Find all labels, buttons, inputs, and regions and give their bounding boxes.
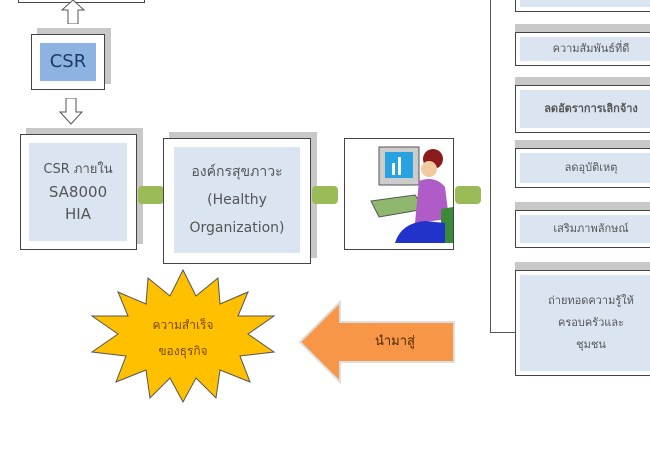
- healthy-org-line: Organization): [189, 220, 285, 236]
- outcome-box: ลดอัตราการเลิกจ้าง: [515, 85, 650, 133]
- worker-image-box: [344, 138, 454, 250]
- success-line: ของธุรกิจ: [158, 344, 208, 358]
- success-text: ความสำเร็จ ของธุรกิจ: [128, 312, 238, 364]
- outcome-label: ครอบครัวและ: [557, 316, 625, 329]
- outcome-top-fragment: [515, 0, 650, 12]
- outcome-label: ถ่ายทอดความรู้ให้: [548, 294, 634, 307]
- outcome-label: เสริมภาพลักษณ์: [520, 215, 650, 243]
- csr-label: CSR: [40, 43, 96, 81]
- healthy-org-box: องค์กรสุขภาวะ (Healthy Organization): [163, 138, 311, 264]
- success-star-icon: [90, 268, 276, 404]
- woman-at-computer-icon: [370, 146, 453, 243]
- csr-internal-box: CSR ภายใน SA8000 HIA: [20, 134, 137, 250]
- outcome-box: เสริมภาพลักษณ์: [515, 210, 650, 248]
- csr-internal-line: SA8000: [48, 183, 108, 201]
- orange-left-arrow-icon: [298, 299, 455, 385]
- bracket-line: [490, 0, 516, 333]
- csr-internal-line: CSR ภายใน: [43, 162, 113, 177]
- green-arrow-icon: [138, 186, 164, 204]
- outcome-box: ลดอุบัติเหตุ: [515, 148, 650, 188]
- csr-internal-line: HIA: [65, 205, 91, 223]
- green-arrow-icon: [455, 186, 481, 204]
- green-arrow-icon: [312, 186, 338, 204]
- csr-box: CSR: [31, 34, 105, 90]
- healthy-org-line: (Healthy: [207, 192, 267, 208]
- success-line: ความสำเร็จ: [152, 318, 214, 332]
- healthy-org-line: องค์กรสุขภาวะ: [191, 164, 283, 180]
- outcome-box: ถ่ายทอดความรู้ให้ ครอบครัวและ ชุมชน: [515, 270, 650, 376]
- down-arrow-icon: [58, 98, 84, 125]
- top-box-fragment: [18, 0, 145, 3]
- outcome-label: ชุมชน: [576, 338, 606, 351]
- outcome-label: ความสัมพันธ์ที่ดี: [520, 37, 650, 61]
- outcome-box: ความสัมพันธ์ที่ดี: [515, 32, 650, 66]
- outcome-label: ลดอัตราการเลิกจ้าง: [520, 90, 650, 128]
- leads-to-label: นำมาสู่: [375, 334, 415, 349]
- up-arrow-icon: [60, 0, 86, 24]
- outcome-label: ลดอุบัติเหตุ: [520, 153, 650, 183]
